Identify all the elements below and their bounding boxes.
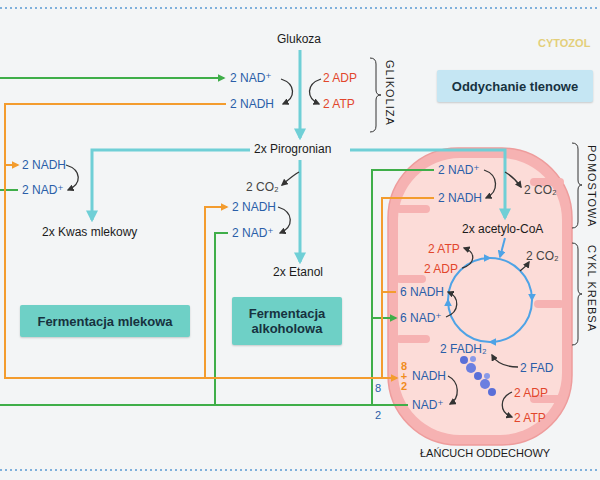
box-title: Fermentacja mlekowa bbox=[37, 314, 172, 329]
bracket bbox=[572, 143, 582, 228]
chem-label: 2 ATP bbox=[428, 242, 460, 257]
chem-label: NADH bbox=[412, 369, 446, 384]
crista bbox=[534, 300, 564, 308]
chem-label: 2x Etanol bbox=[273, 265, 323, 280]
chem-label: 8 + 2 bbox=[400, 361, 408, 391]
chem-label: CYTOZOL bbox=[538, 36, 590, 51]
box-title: Oddychanie tlenowe bbox=[452, 79, 578, 94]
box-title: Fermentacja alkoholowa bbox=[238, 306, 336, 336]
chem-label: 2 CO₂ bbox=[246, 180, 279, 195]
reaction-arrow bbox=[309, 79, 321, 104]
reaction-arrow bbox=[281, 79, 293, 104]
chem-label: 2 NADH bbox=[438, 191, 482, 206]
chem-label: 6 NAD⁺ bbox=[400, 311, 442, 326]
chem-label: NAD⁺ bbox=[412, 398, 444, 413]
reaction-arrow bbox=[66, 165, 78, 190]
chem-label: 8 bbox=[375, 381, 381, 396]
chem-label: 2 ADP bbox=[323, 71, 357, 86]
nad-line bbox=[0, 404, 408, 406]
chem-label: 2 NADH bbox=[22, 158, 66, 173]
protein-complex bbox=[474, 372, 482, 380]
chem-label: 2 NAD⁺ bbox=[22, 183, 64, 198]
process-box: Oddychanie tlenowe bbox=[437, 70, 593, 102]
nad-line bbox=[215, 233, 228, 405]
reaction-arrow bbox=[446, 292, 457, 317]
protein-complex bbox=[488, 388, 496, 396]
pathway-arrow bbox=[299, 160, 302, 262]
mitochondrion-outer bbox=[388, 148, 572, 445]
krebs-cycle bbox=[490, 300, 532, 342]
krebs-cycle bbox=[490, 258, 532, 300]
chem-label: 2 ATP bbox=[514, 411, 546, 426]
crista bbox=[396, 205, 430, 213]
crista bbox=[396, 335, 430, 343]
chem-label: 2 NADH bbox=[230, 97, 274, 112]
reaction-arrow bbox=[278, 207, 290, 233]
chem-label: 2 ADP bbox=[514, 386, 548, 401]
crista bbox=[396, 275, 426, 283]
chem-label: 2 FADH₂ bbox=[440, 342, 487, 357]
nad-line bbox=[372, 317, 396, 319]
section-label: GLIKOLIZA bbox=[383, 60, 396, 126]
reaction-arrow bbox=[448, 376, 457, 404]
protein-complex bbox=[466, 363, 476, 373]
chem-label: 2x Kwas mlekowy bbox=[42, 225, 137, 240]
reaction-arrow bbox=[505, 172, 521, 187]
chem-label: 2 CO₂ bbox=[526, 249, 559, 264]
reaction-arrow bbox=[462, 248, 473, 268]
chem-label: Glukoza bbox=[277, 32, 321, 47]
reaction-arrow bbox=[484, 170, 496, 198]
reaction-arrow bbox=[282, 172, 299, 185]
pathway-arrow bbox=[350, 150, 505, 218]
nadh-line bbox=[5, 164, 18, 166]
chem-label: 2 NAD⁺ bbox=[438, 163, 480, 178]
protein-complex bbox=[460, 356, 468, 364]
nadh-line bbox=[5, 104, 397, 378]
krebs-cycle bbox=[448, 300, 490, 342]
section-label: CYKL KREBSA bbox=[585, 245, 598, 332]
chem-label: 2 CO₂ bbox=[524, 183, 557, 198]
process-box: Fermentacja alkoholowa bbox=[232, 297, 342, 345]
protein-complex bbox=[484, 373, 490, 379]
reaction-arrow bbox=[520, 262, 529, 271]
bracket bbox=[370, 58, 381, 132]
bracket bbox=[572, 243, 582, 345]
reaction-arrow bbox=[492, 355, 518, 367]
chem-label: 2 NAD⁺ bbox=[232, 226, 274, 241]
dotted-border bbox=[0, 7, 600, 9]
nadh-line bbox=[205, 207, 227, 378]
chem-label: 2 NADH bbox=[232, 200, 276, 215]
pathway-arrow bbox=[299, 50, 302, 138]
chem-label: 6 NADH bbox=[400, 285, 444, 300]
nad-line bbox=[0, 77, 224, 79]
chem-label: 2 ATP bbox=[323, 97, 355, 112]
chem-label: 2x acetylo-CoA bbox=[462, 222, 543, 237]
nadh-line bbox=[382, 291, 396, 293]
section-label: POMOSTOWA bbox=[585, 145, 598, 227]
chem-label: 2x Pirogronian bbox=[254, 142, 331, 157]
chem-label: 2 FAD bbox=[520, 361, 553, 376]
chem-label: 2 ADP bbox=[424, 262, 458, 277]
pathway-arrow bbox=[500, 238, 505, 257]
protein-complex bbox=[470, 356, 476, 362]
pathway-arrow bbox=[92, 150, 250, 220]
protein-complex bbox=[480, 379, 490, 389]
nad-line bbox=[0, 189, 18, 191]
process-box: Fermentacja mlekowa bbox=[20, 305, 190, 337]
chem-label: 2 bbox=[375, 408, 381, 423]
chem-label: ŁAŃCUCH ODDECHOWY bbox=[420, 446, 550, 461]
reaction-arrow bbox=[502, 392, 512, 417]
chem-label: 2 NAD⁺ bbox=[230, 71, 272, 86]
dotted-border bbox=[0, 469, 600, 471]
mitochondrion-matrix bbox=[398, 158, 562, 435]
